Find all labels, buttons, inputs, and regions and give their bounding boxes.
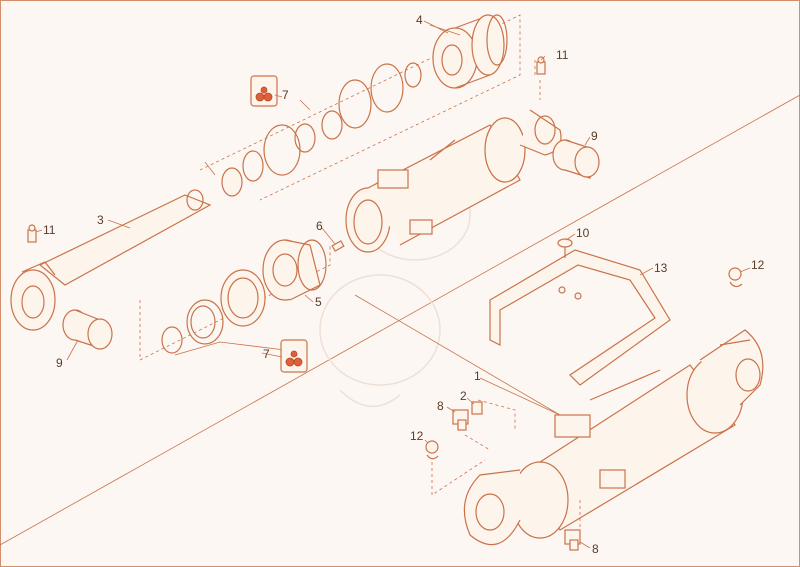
part-12-elbow-fitting-right — [728, 267, 743, 288]
callout-11-upper: 11 — [556, 48, 569, 62]
callout-6: 6 — [316, 219, 323, 233]
part-12-elbow-fitting-left — [425, 440, 439, 460]
part-7-seal-rings-upper — [204, 62, 422, 197]
part-5-gland — [262, 239, 327, 301]
part-11-grease-nipple-right — [536, 56, 546, 75]
callout-10: 10 — [576, 226, 590, 240]
seal-kit-bag-upper — [250, 75, 278, 107]
part-3-piston-rod — [10, 189, 212, 331]
part-10-bolt — [557, 238, 573, 258]
part-4-piston — [429, 14, 508, 89]
callout-9-right: 9 — [591, 129, 598, 143]
callout-13: 13 — [654, 261, 668, 275]
callout-1: 1 — [474, 369, 481, 383]
callout-8-upper: 8 — [437, 399, 444, 413]
callout-12-right: 12 — [751, 258, 765, 272]
callout-7-lower: 7 — [263, 347, 270, 361]
callout-5: 5 — [315, 295, 322, 309]
cylinder-barrel-upper — [345, 109, 562, 253]
seal-kit-bag-lower — [280, 339, 308, 373]
part-9-bushing-left — [62, 309, 113, 350]
lower-alignment-lines — [139, 245, 331, 361]
part-13-guard-plate — [489, 249, 671, 386]
part-6-screw — [331, 240, 345, 252]
part-9-bushing-right — [552, 139, 600, 179]
callout-2: 2 — [460, 389, 467, 403]
callout-12-left: 12 — [410, 429, 424, 443]
callout-9-left: 9 — [56, 356, 63, 370]
part-8-fitting-upper — [452, 409, 469, 431]
callout-8-lower: 8 — [592, 542, 599, 556]
divider-line — [0, 94, 800, 546]
part-7-seal-rings-lower — [161, 269, 286, 356]
callout-11-left: 11 — [43, 223, 56, 237]
callout-7-upper: 7 — [282, 88, 289, 102]
part-1-cylinder-assembly — [463, 329, 764, 546]
callout-3: 3 — [97, 213, 104, 227]
leader-lines — [35, 20, 751, 549]
part-2-adapter — [471, 401, 483, 415]
part-8-fitting-lower — [564, 529, 581, 551]
upper-alignment-lines — [199, 14, 521, 201]
callout-4: 4 — [416, 13, 423, 27]
part-11-grease-nipple-left — [27, 224, 37, 243]
